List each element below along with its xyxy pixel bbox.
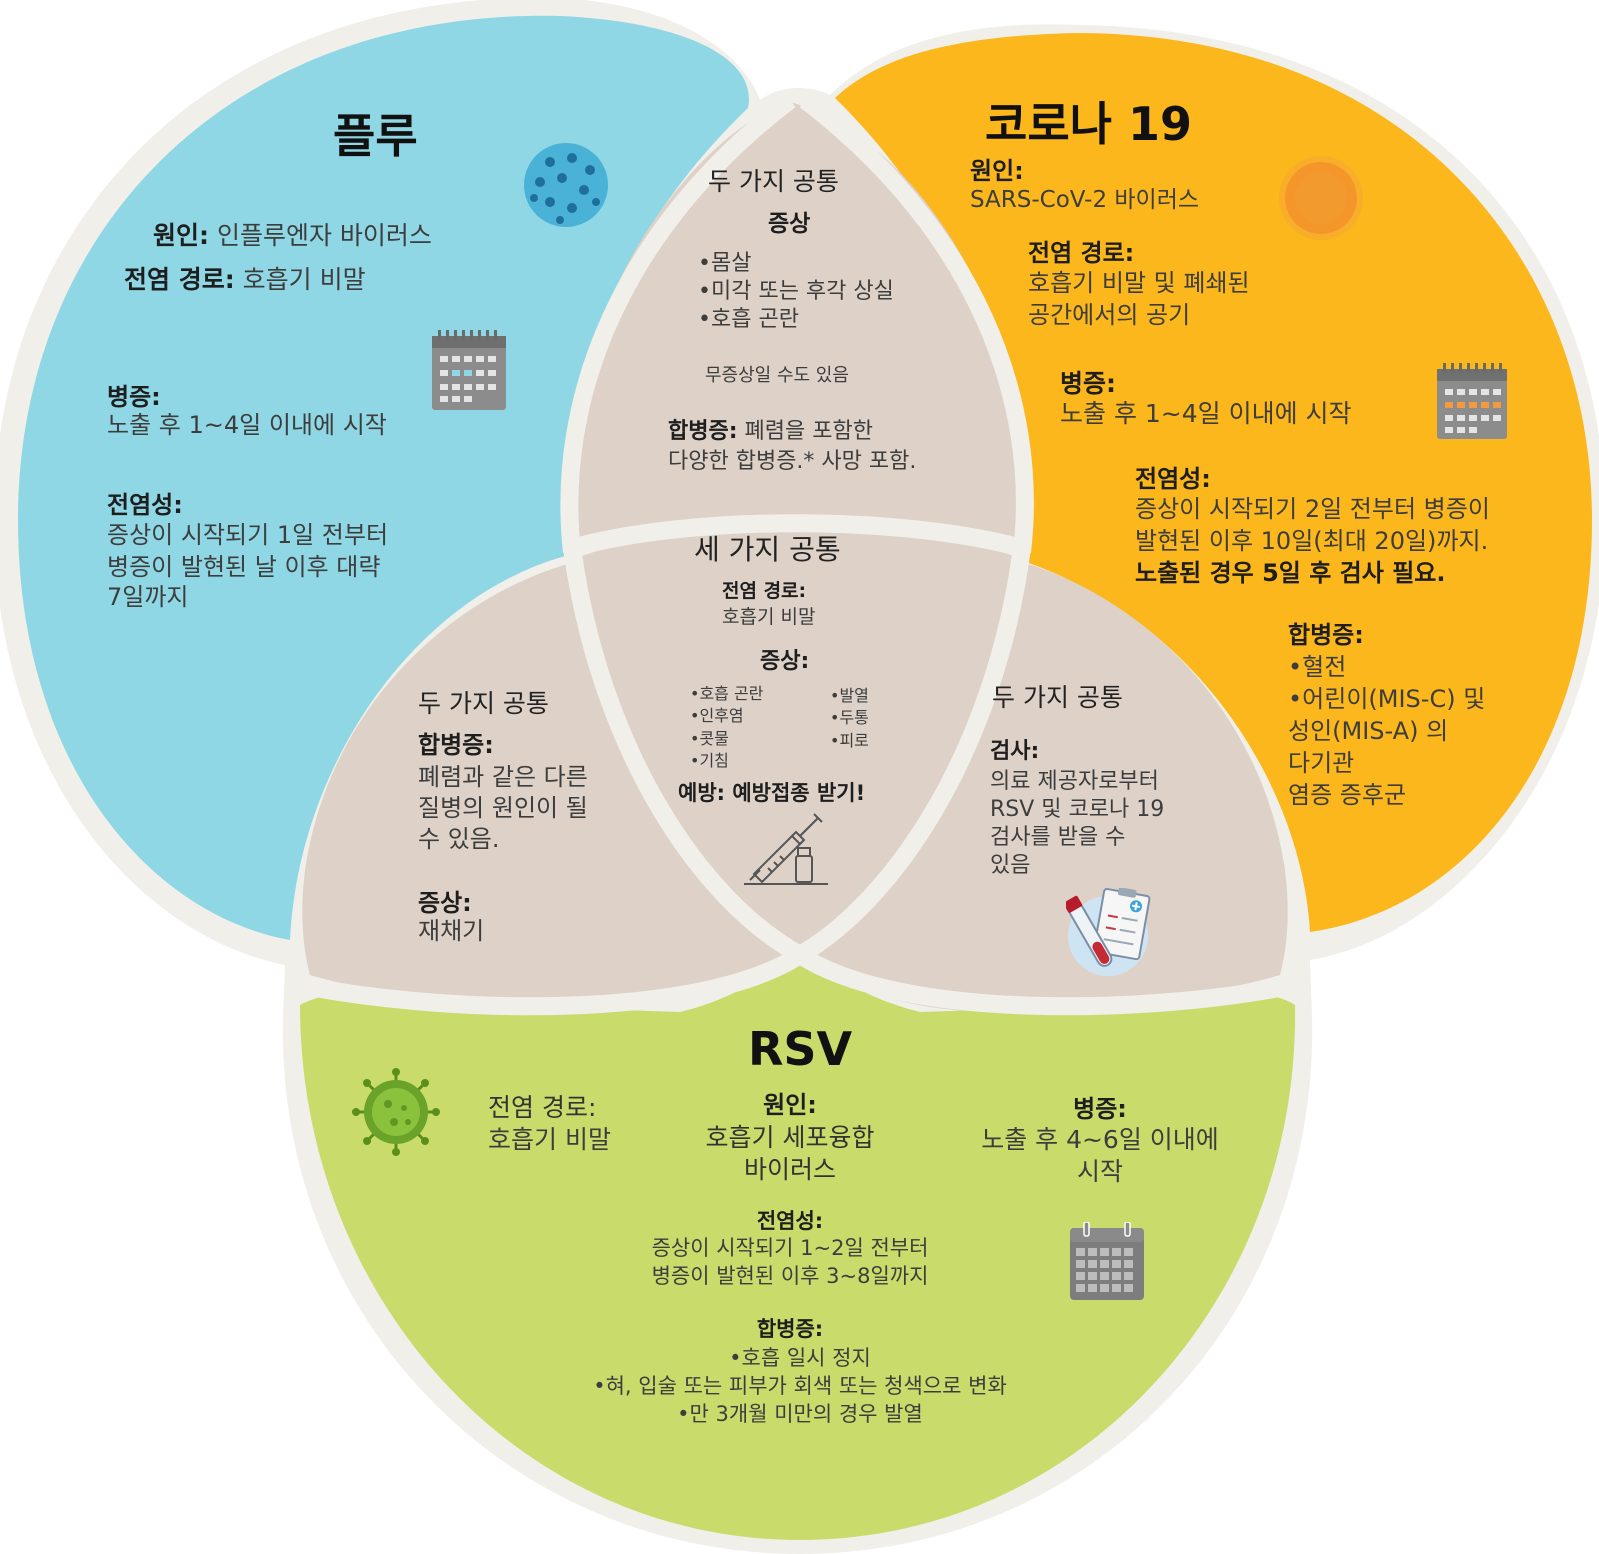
all-three-spread-text: 호흡기 비말 xyxy=(722,606,816,628)
all-three-symptom-right-3: •피로 xyxy=(830,731,869,750)
flu-covid-complications-label: 합병증: xyxy=(668,419,738,444)
covid-spread-label: 전염 경로: xyxy=(1028,239,1135,267)
all-three-heading: 세 가지 공통 xyxy=(694,533,841,566)
flu-spread-text: 호흡기 비말 xyxy=(234,265,366,294)
covid-calendar-icon xyxy=(1437,363,1507,443)
covid-complication-1: •혈전 xyxy=(1288,653,1347,681)
flu-rsv-overlap xyxy=(302,560,790,1012)
rsv-spread-text: 호흡기 비말 xyxy=(488,1125,611,1154)
rsv-contagious-line-2: 병증이 발현된 이후 3~8일까지 xyxy=(651,1264,929,1288)
rsv-contagious-label: 전염성: xyxy=(756,1209,824,1233)
covid-cause-text: SARS-CoV-2 바이러스 xyxy=(970,187,1200,213)
covid-contagious-label: 전염성: xyxy=(1135,465,1211,493)
covid-rsv-testing-line-1: 의료 제공자로부터 xyxy=(990,769,1159,794)
flu-covid-complications: 합병증: 폐렴을 포함한 xyxy=(668,418,873,446)
rsv-onset-label: 병증: xyxy=(1073,1095,1127,1123)
rsv-cause-label: 원인: xyxy=(763,1091,817,1119)
flu-spread: 전염 경로: 호흡기 비말 xyxy=(124,264,366,295)
flu-contagious-line-3: 7일까지 xyxy=(107,583,189,611)
covid-spread-line-1: 호흡기 비말 및 폐쇄된 xyxy=(1028,269,1250,297)
rsv-cause-line-2: 바이러스 xyxy=(743,1155,836,1184)
flu-cause-text: 인플루엔자 바이러스 xyxy=(209,221,432,250)
covid-rsv-testing-line-4: 있음 xyxy=(990,853,1031,878)
covid-onset-label: 병증: xyxy=(1060,369,1116,398)
flu-rsv-complications-label: 합병증: xyxy=(418,731,494,759)
flu-contagious-line-1: 증상이 시작되기 1일 전부터 xyxy=(107,521,389,549)
flu-cause: 원인: 인플루엔자 바이러스 xyxy=(153,220,432,251)
rsv-complication-2: •혀, 입술 또는 피부가 회색 또는 청색으로 변화 xyxy=(593,1374,1007,1398)
flu-rsv-symptoms-label: 증상: xyxy=(418,889,472,917)
covid-rsv-testing-line-3: 검사를 받을 수 xyxy=(990,825,1126,850)
flu-covid-heading: 두 가지 공통 xyxy=(708,167,839,196)
all-three-symptom-right-2: •두통 xyxy=(830,708,869,727)
rsv-virus-icon xyxy=(352,1068,440,1160)
flu-calendar-icon xyxy=(432,330,506,414)
flu-title: 플루 xyxy=(333,109,418,163)
all-three-spread-label: 전염 경로: xyxy=(722,580,807,602)
covid-onset-text: 노출 후 1~4일 이내에 시작 xyxy=(1060,399,1352,428)
flu-rsv-complication-line-3: 수 있음. xyxy=(418,825,500,853)
flu-contagious-line-2: 병증이 발현된 날 이후 대략 xyxy=(107,553,381,581)
covid-contagious-line-2: 발현된 이후 10일(최대 20일)까지. xyxy=(1135,527,1489,555)
all-three-symptom-left-4: •기침 xyxy=(690,751,729,770)
all-three-prevention: 예방: 예방접종 받기! xyxy=(678,781,866,805)
rsv-cause-line-1: 호흡기 세포융합 xyxy=(705,1123,875,1152)
rsv-contagious-line-1: 증상이 시작되기 1~2일 전부터 xyxy=(651,1236,929,1260)
all-three-symptom-left-1: •호흡 곤란 xyxy=(690,684,764,703)
flu-rsv-complication-line-2: 질병의 원인이 될 xyxy=(418,794,588,822)
covid-complication-2: •어린이(MIS-C) 및 xyxy=(1288,685,1486,713)
covid-spread-line-2: 공간에서의 공기 xyxy=(1028,301,1191,329)
flu-covid-note: 무증상일 수도 있음 xyxy=(705,365,849,386)
rsv-title: RSV xyxy=(748,1022,853,1076)
flu-contagious-label: 전염성: xyxy=(107,491,183,519)
flu-covid-symptom-3: •호흡 곤란 xyxy=(698,307,799,332)
flu-rsv-heading: 두 가지 공통 xyxy=(418,689,549,718)
flu-covid-symptom-2: •미각 또는 후각 상실 xyxy=(698,279,894,304)
flu-covid-complications-line-2: 다양한 합병증.* 사망 포함. xyxy=(668,449,917,474)
covid-complication-3: 성인(MIS-A) 의 xyxy=(1288,717,1449,745)
flu-cause-label: 원인: xyxy=(153,221,209,250)
all-three-symptom-right-1: •발열 xyxy=(830,686,869,705)
rsv-calendar-icon xyxy=(1070,1221,1144,1304)
flu-spread-label: 전염 경로: xyxy=(124,265,235,294)
covid-complications-label: 합병증: xyxy=(1288,621,1364,649)
covid-virus-icon xyxy=(1278,155,1364,245)
rsv-complications-label: 합병증: xyxy=(756,1317,824,1341)
all-three-overlap xyxy=(582,524,1014,952)
overlap-borders xyxy=(298,92,1297,1016)
covid-complication-4: 다기관 xyxy=(1288,749,1355,777)
flu-rsv-complication-line-1: 폐렴과 같은 다른 xyxy=(418,763,588,791)
covid-region xyxy=(835,33,1592,932)
rsv-region xyxy=(300,950,1296,1540)
flu-onset-text: 노출 후 1~4일 이내에 시작 xyxy=(107,411,387,439)
flu-onset-label: 병증: xyxy=(107,383,161,411)
covid-complication-5: 염증 증후군 xyxy=(1288,781,1407,809)
flu-virus-icon xyxy=(520,140,612,234)
rsv-spread-label: 전염 경로: xyxy=(488,1093,597,1122)
rsv-complication-1: •호흡 일시 정지 xyxy=(729,1346,871,1370)
flu-region xyxy=(18,15,749,941)
covid-rsv-heading: 두 가지 공통 xyxy=(992,683,1123,712)
covid-rsv-testing-label: 검사: xyxy=(990,739,1040,764)
rsv-onset-line-2: 시작 xyxy=(1076,1157,1123,1186)
covid-cause-label: 원인: xyxy=(970,157,1024,185)
all-three-symptoms-label: 증상: xyxy=(760,649,810,674)
covid-rsv-testing-line-2: RSV 및 코로나 19 xyxy=(990,797,1165,822)
covid-title: 코로나 19 xyxy=(985,97,1192,151)
all-three-symptom-left-3: •콧물 xyxy=(690,729,729,748)
test-tube-clipboard-icon xyxy=(1063,887,1152,984)
covid-contagious-line-1: 증상이 시작되기 2일 전부터 병증이 xyxy=(1135,495,1490,523)
flu-covid-symptom-1: •몸살 xyxy=(698,251,752,276)
flu-rsv-symptoms-text: 재채기 xyxy=(418,917,485,945)
flu-covid-symptoms-label: 증상 xyxy=(768,211,811,237)
rsv-complication-3: •만 3개월 미만의 경우 발열 xyxy=(677,1402,923,1426)
all-three-symptom-left-2: •인후염 xyxy=(690,706,744,725)
rsv-onset-line-1: 노출 후 4~6일 이내에 xyxy=(981,1125,1219,1154)
flu-covid-complications-text: 폐렴을 포함한 xyxy=(737,419,873,444)
covid-rsv-overlap xyxy=(804,560,1288,1012)
vaccine-syringe-icon xyxy=(738,808,834,892)
covid-contagious-bold: 노출된 경우 5일 후 검사 필요. xyxy=(1135,559,1446,587)
